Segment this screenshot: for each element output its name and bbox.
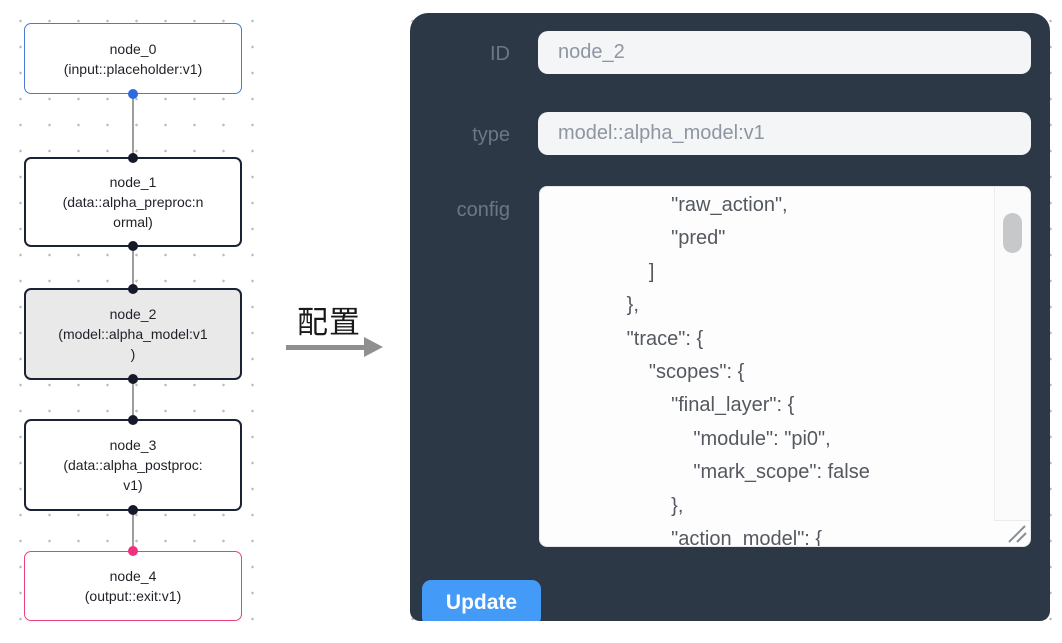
config-textarea[interactable]: "raw_action", "pred" ] }, "trace": { "sc… bbox=[539, 186, 1031, 547]
flow-canvas: node_0 (input::placeholder:v1) node_1 (d… bbox=[0, 0, 270, 643]
output-port[interactable] bbox=[128, 374, 138, 384]
editor-canvas: ID type config "raw_action", "pred" ] },… bbox=[392, 0, 1062, 626]
flow-node-node_0[interactable]: node_0 (input::placeholder:v1) bbox=[24, 23, 242, 99]
arrow-right-icon bbox=[286, 345, 366, 350]
edge-connector bbox=[132, 247, 134, 288]
node-subtitle: (model::alpha_model:v1 ) bbox=[58, 326, 208, 362]
input-port[interactable] bbox=[128, 546, 138, 556]
scrollbar-track[interactable] bbox=[994, 187, 1030, 521]
node-config-panel: ID type config "raw_action", "pred" ] },… bbox=[410, 13, 1050, 621]
flow-node-node_4[interactable]: node_4 (output::exit:v1) bbox=[24, 546, 242, 621]
output-port[interactable] bbox=[128, 505, 138, 515]
output-port[interactable] bbox=[128, 241, 138, 251]
update-button[interactable]: Update bbox=[422, 580, 541, 621]
config-json-text: "raw_action", "pred" ] }, "trace": { "sc… bbox=[626, 194, 870, 547]
transition-annotation: 配置 bbox=[270, 0, 392, 643]
node-subtitle: (data::alpha_postproc: v1) bbox=[63, 457, 203, 493]
type-input[interactable] bbox=[538, 112, 1031, 155]
node-subtitle: (output::exit:v1) bbox=[84, 588, 182, 604]
input-port[interactable] bbox=[128, 284, 138, 294]
output-port[interactable] bbox=[128, 89, 138, 99]
input-port[interactable] bbox=[128, 415, 138, 425]
node-title: node_0 bbox=[109, 40, 157, 57]
node-title: node_4 bbox=[109, 568, 157, 584]
id-input[interactable] bbox=[538, 31, 1031, 74]
type-label: type bbox=[472, 124, 510, 146]
node-subtitle: (input::placeholder:v1) bbox=[63, 60, 203, 77]
flow-node-node_1[interactable]: node_1 (data::alpha_preproc:n ormal) bbox=[24, 153, 242, 251]
annotation-label: 配置 bbox=[297, 305, 361, 340]
edge-connector bbox=[132, 380, 134, 419]
resize-handle-icon[interactable] bbox=[1003, 523, 1027, 543]
edge-connector bbox=[132, 511, 134, 551]
node-title: node_2 bbox=[109, 306, 157, 322]
edge-connector bbox=[132, 94, 134, 157]
node-title: node_1 bbox=[109, 174, 157, 190]
config-label: config bbox=[456, 199, 510, 221]
scrollbar-thumb[interactable] bbox=[1003, 213, 1022, 253]
arrow-right-icon bbox=[364, 337, 383, 357]
node-subtitle: (data::alpha_preproc:n ormal) bbox=[62, 194, 204, 230]
node-title: node_3 bbox=[109, 437, 157, 453]
flow-node-node_3[interactable]: node_3 (data::alpha_postproc: v1) bbox=[24, 415, 242, 515]
input-port[interactable] bbox=[128, 153, 138, 163]
flow-node-node_2-selected[interactable]: node_2 (model::alpha_model:v1 ) bbox=[24, 284, 242, 384]
id-label: ID bbox=[490, 43, 510, 65]
